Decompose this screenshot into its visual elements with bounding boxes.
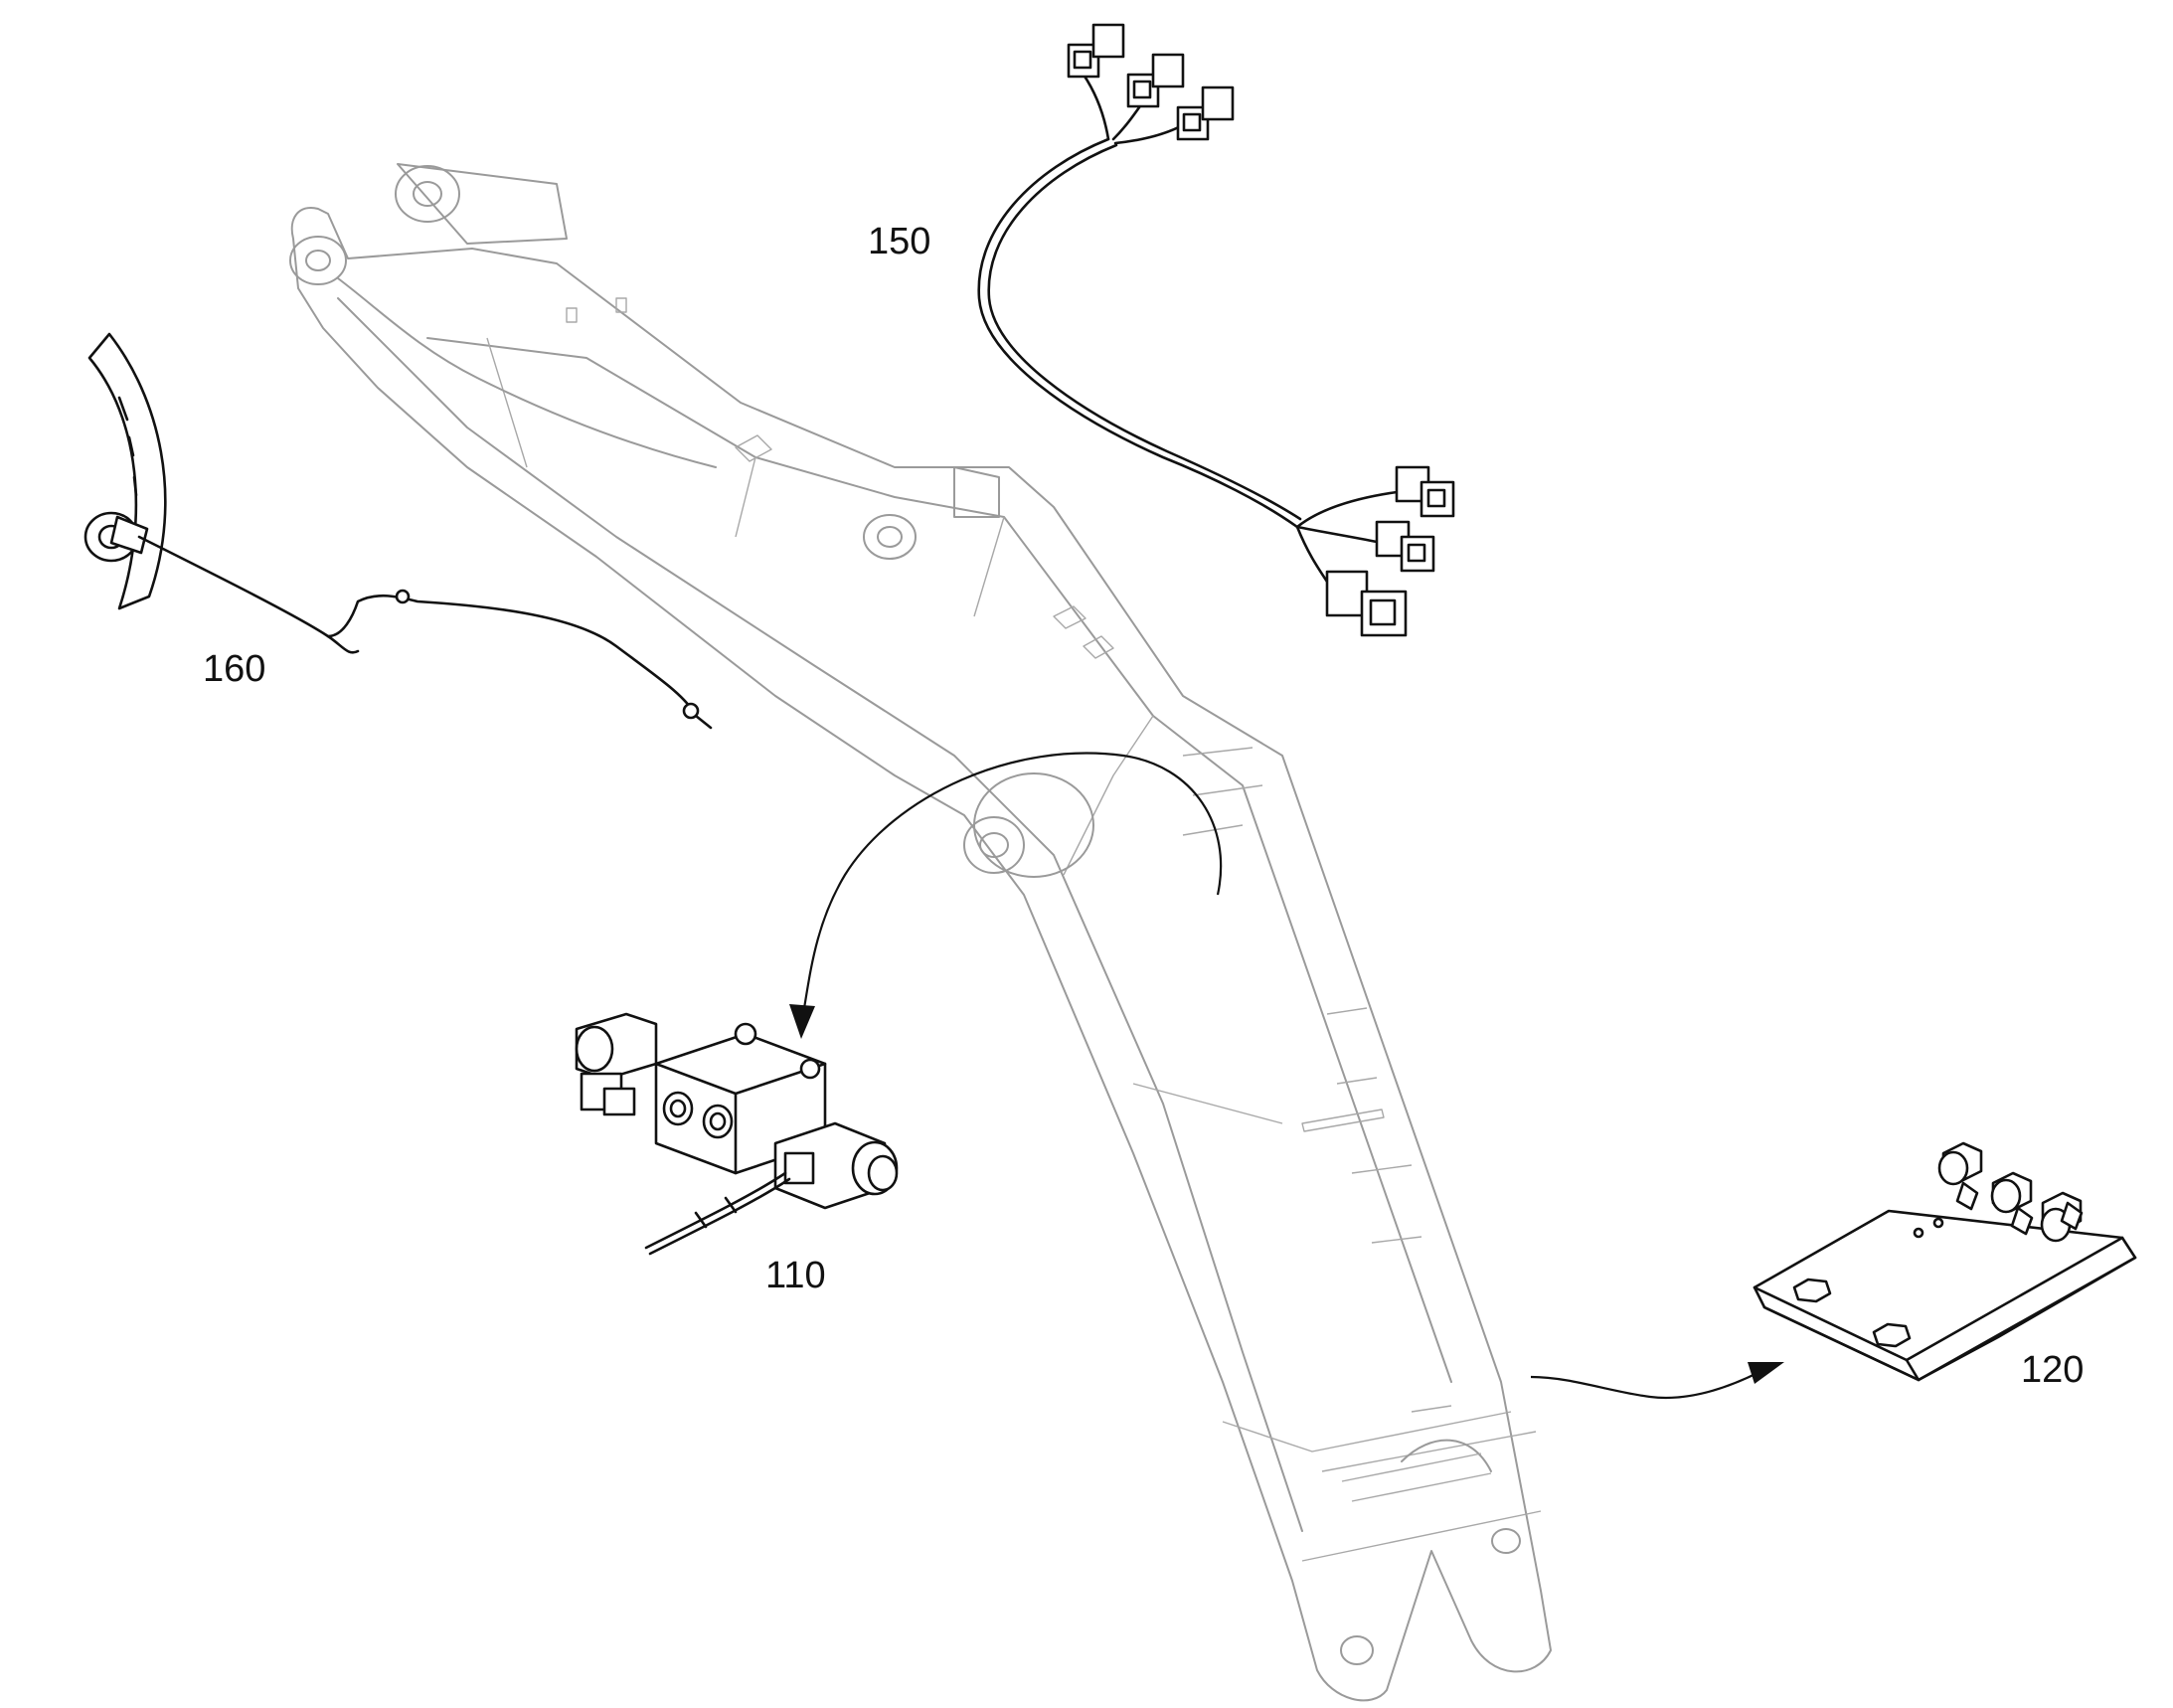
callout-160: 160 bbox=[203, 648, 265, 690]
connector-lower-2 bbox=[1375, 520, 1435, 573]
connector-upper-2 bbox=[1126, 53, 1185, 108]
connector-upper-3 bbox=[1176, 85, 1235, 141]
connector-upper-1 bbox=[1067, 23, 1125, 79]
callout-150: 150 bbox=[868, 221, 930, 262]
elbow-fitting-1 bbox=[1937, 1141, 1983, 1211]
elbow-fitting-2 bbox=[1990, 1171, 2034, 1236]
connector-lower-3 bbox=[1325, 570, 1408, 637]
excavator-boom-outline bbox=[289, 163, 1552, 1702]
valve-block-part bbox=[575, 1012, 899, 1256]
connector-lower-1 bbox=[1395, 465, 1455, 518]
callout-110: 110 bbox=[765, 1255, 826, 1296]
leader-arrow-to-110 bbox=[789, 752, 1223, 1039]
sensor-part bbox=[84, 332, 713, 730]
wiring-harness-part bbox=[977, 23, 1455, 637]
callout-120: 120 bbox=[2021, 1349, 2084, 1391]
elbow-fitting-3 bbox=[2040, 1191, 2084, 1243]
leader-arrow-to-120 bbox=[1530, 1362, 1784, 1399]
mounting-plate-part bbox=[1753, 1141, 2137, 1382]
